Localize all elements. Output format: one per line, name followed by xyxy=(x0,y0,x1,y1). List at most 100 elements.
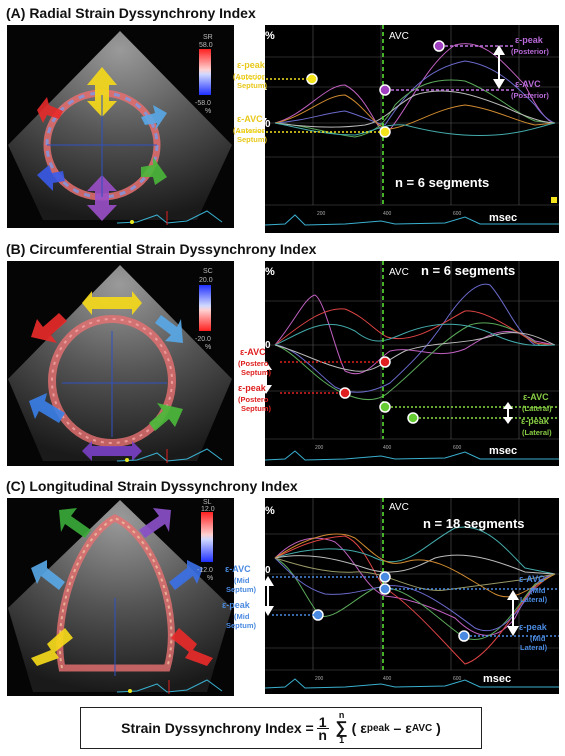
color-scale-bar xyxy=(201,512,213,562)
avc-point-mid-lateral xyxy=(379,583,391,595)
formula-minus: – xyxy=(389,720,406,736)
peak-anterior-sub2: Septum) xyxy=(237,81,268,90)
arrow-yellow-icon xyxy=(87,67,117,117)
formula-sub-avc: AVC xyxy=(411,722,433,734)
scale-bottom: -12.0 xyxy=(197,567,213,574)
arrow-purple-icon xyxy=(87,175,117,221)
zero-label: 0 xyxy=(265,565,271,576)
ecg-trace xyxy=(116,679,223,693)
arrow-purple-icon xyxy=(139,508,171,538)
avc-point-postero-septum xyxy=(379,356,391,368)
peak-point-mid-lateral xyxy=(458,630,470,642)
formula-open: ( xyxy=(351,720,357,736)
scale-bottom: -20.0 xyxy=(195,336,211,343)
avc-label: AVC xyxy=(389,267,409,278)
avc-anterior-label: ε-AVC xyxy=(237,114,263,124)
formula-sub-peak: peak xyxy=(366,722,390,734)
avc-point-lateral xyxy=(379,401,391,413)
peak-point-lateral xyxy=(407,412,419,424)
scale-unit: % xyxy=(207,575,213,582)
peak-point-postero-septum xyxy=(339,387,351,399)
arrow-red-icon xyxy=(37,97,63,123)
grid xyxy=(265,498,559,671)
arrow-red-icon xyxy=(171,628,213,666)
scale-unit: % xyxy=(205,108,211,115)
zero-label: 0 xyxy=(265,119,271,130)
arrow-lightblue-icon xyxy=(155,315,183,343)
arrow-red-icon xyxy=(31,313,67,343)
tick-200: 200 xyxy=(317,211,326,217)
avc-point-posterior xyxy=(379,84,391,96)
peak-mid-septum-sub: (Mid xyxy=(234,612,250,621)
formula-eps-peak: ε xyxy=(360,720,367,736)
tick-600: 600 xyxy=(453,676,462,682)
strain-curves xyxy=(274,43,556,138)
tick-400: 400 xyxy=(383,211,392,217)
tick-400: 400 xyxy=(383,676,392,682)
msec-label: msec xyxy=(489,445,517,457)
arrow-yellow-icon xyxy=(82,291,142,315)
panel-b-echo-image: SC 20.0 -20.0 % xyxy=(7,261,234,466)
scale-bottom: -58.0 xyxy=(195,100,211,107)
grid xyxy=(265,261,559,440)
scale-top: 20.0 xyxy=(199,277,213,284)
ecg-marker xyxy=(125,458,129,462)
panel-c-echo-image: SL 12.0 -12.0 % xyxy=(7,498,234,696)
myocardium-ring-dots xyxy=(51,318,173,444)
myocardium-contour xyxy=(56,514,175,672)
arrow-blue-icon xyxy=(169,560,203,590)
percent-label: % xyxy=(265,266,275,278)
peak-point-posterior xyxy=(433,40,445,52)
tick-600: 600 xyxy=(453,211,462,217)
scale-top: 12.0 xyxy=(201,506,215,513)
formula-box: Strain Dyssynchrony Index = 1 n n ∑ 1 ( … xyxy=(80,707,482,749)
tick-600: 600 xyxy=(453,445,462,451)
scale-label: SC xyxy=(203,268,213,275)
formula-close: ) xyxy=(436,720,441,736)
n-segments-label: n = 18 segments xyxy=(423,516,525,531)
panel-c-plot: % 0 AVC n = 18 segments 200 400 600 msec xyxy=(265,498,559,694)
plot-ecg xyxy=(265,214,559,226)
scale-top: 58.0 xyxy=(199,42,213,49)
echo-sector xyxy=(8,31,232,220)
peak-anterior-sub: (Anterior xyxy=(233,72,265,81)
ecg-marker xyxy=(130,220,134,224)
avc-label: AVC xyxy=(389,31,409,42)
formula-fraction: 1 n xyxy=(316,715,329,743)
peak-anterior-label: ε-peak xyxy=(237,60,266,70)
tick-200: 200 xyxy=(315,676,324,682)
arrow-cyan-icon xyxy=(31,560,65,590)
sum-top: n xyxy=(338,710,345,720)
panel-a-plot: % 0 AVC n = 6 segments 200 400 600 msec xyxy=(265,25,559,233)
arrow-green-icon xyxy=(141,157,167,185)
peak-point-mid-septum xyxy=(312,609,324,621)
tick-200: 200 xyxy=(315,445,324,451)
arrow-blue-icon xyxy=(29,393,65,423)
right-double-arrow-icon xyxy=(493,45,505,89)
panel-c-title: (C) Longitudinal Strain Dyssynchrony Ind… xyxy=(6,478,298,494)
arrow-blue-dark-icon xyxy=(37,165,65,191)
tick-400: 400 xyxy=(383,445,392,451)
scale-unit: % xyxy=(205,344,211,351)
arrow-yellow-icon xyxy=(31,628,73,666)
peak-point-anterior-septum xyxy=(306,73,318,85)
formula-lhs: Strain Dyssynchrony Index = xyxy=(121,720,314,736)
formula-eps-avc: ε xyxy=(405,720,412,736)
arrow-cyan-icon xyxy=(141,105,167,131)
arrow-purple-icon xyxy=(82,441,142,461)
msec-label: msec xyxy=(489,212,517,224)
plot-ecg xyxy=(265,450,559,461)
avc-mid-septum-sub: (Mid xyxy=(234,576,250,585)
n-segments-label: n = 6 segments xyxy=(421,263,515,278)
fraction-denominator: n xyxy=(318,726,327,743)
panel-b-plot: % 0 AVC n = 6 segments 200 400 600 msec xyxy=(265,261,559,466)
ecg-marker xyxy=(128,689,132,693)
strain-curves xyxy=(274,283,556,400)
percent-label: % xyxy=(265,30,275,42)
zero-label: 0 xyxy=(265,340,271,351)
sum-bottom: 1 xyxy=(339,735,345,745)
scale-label: SL xyxy=(203,499,212,506)
color-scale-bar xyxy=(199,49,211,95)
n-segments-label: n = 6 segments xyxy=(395,175,489,190)
panel-a-title: (A) Radial Strain Dyssynchrony Index xyxy=(6,5,256,21)
